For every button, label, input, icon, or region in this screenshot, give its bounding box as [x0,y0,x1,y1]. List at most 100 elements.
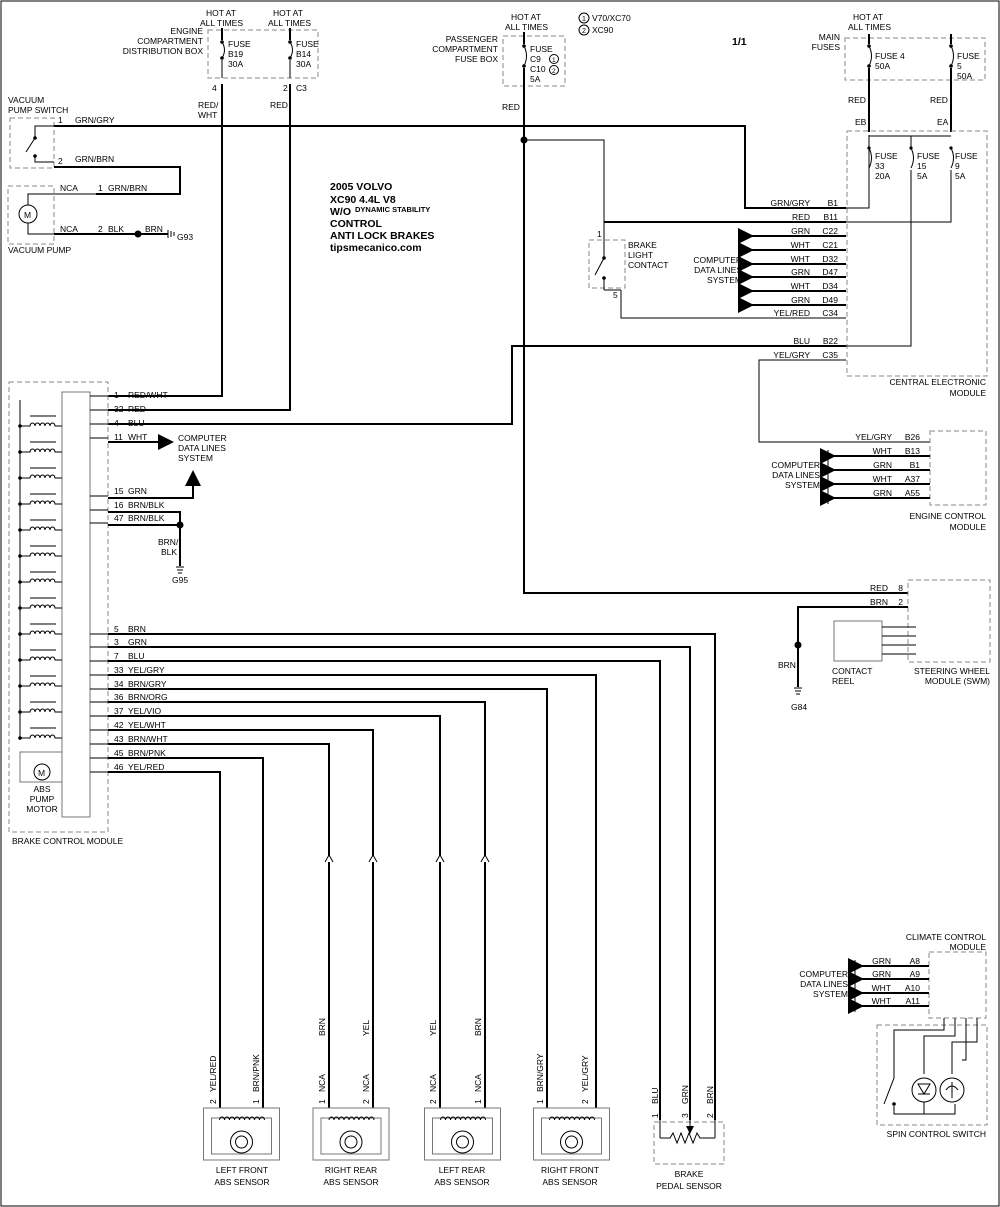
pin-label: B26 [905,432,920,442]
solenoid-coil [20,578,62,583]
box-label: PASSENGER [446,34,498,44]
brake-control-module: M ABS PUMP MOTOR BRAKE CONTROL MODULE [8,381,123,846]
wire-color: YEL/RED [774,308,810,318]
wire-color: GRN [680,1085,690,1104]
pin-label: A55 [905,488,920,498]
sensor-frame [432,1117,493,1155]
connector-label: NCA [428,1074,438,1092]
module-title: BRAKE CONTROL MODULE [12,836,123,846]
sensor-hub [565,1135,578,1149]
junction-dot [18,424,22,428]
cdl-label: DATA LINES [694,265,742,275]
fuse-label: B19 [228,49,243,59]
wire-color: BRN [870,597,888,607]
wire-color: BRN/GRY [128,679,167,689]
abs-sensors: 2 YEL/RED 1 BRN/PNK LEFT FRONT ABS SENSO… [203,1018,610,1187]
box-label: FUSES [812,42,841,52]
sensor-name: LEFT REAR [439,1165,486,1175]
sensor-wheel [560,1130,583,1154]
junction-dot [18,684,22,688]
connector-label: EB [855,117,867,127]
pin-label: 32 [114,404,124,414]
sensor-hub [235,1135,248,1149]
wire-color: WHT [791,281,810,291]
cdl-label: SYSTEM [178,453,213,463]
wire-color: WHT [791,240,810,250]
connector-label: NCA [361,1074,371,1092]
wire-color: BRN [145,224,163,234]
solenoid-coil [20,526,62,531]
solenoid-coil [20,656,62,661]
sensor-name: ABS SENSOR [542,1177,597,1187]
wire-color: WHT [872,996,891,1006]
wire-color: BRN/PNK [251,1054,261,1092]
title-line-5: ANTI LOCK BRAKES [330,230,434,242]
solenoid-coil [20,500,62,505]
pin-label: 2 [208,1099,218,1104]
pin-label: A37 [905,474,920,484]
fuse-label: FUSE [228,39,251,49]
cdl-label: COMPUTER [178,433,227,443]
page-number: 1/1 [732,36,747,48]
left-front-abs-sensor: 2 YEL/RED 1 BRN/PNK LEFT FRONT ABS SENSO… [208,1054,270,1187]
component-label: MOTOR [26,804,57,814]
svg-text:1: 1 [582,16,586,23]
wire-color: BLU [128,418,145,428]
solenoid-coil [20,604,62,609]
inline-connectors [324,853,490,863]
pin-label: B1 [828,198,839,208]
wire-red-swm [523,68,908,594]
connector-label: NCA [60,224,78,234]
sensor-coil [328,1116,375,1121]
pin-label: C22 [822,226,838,236]
sensor-name: ABS SENSOR [214,1177,269,1187]
fuse-label: FUSE [530,44,553,54]
sensor-name: ABS SENSOR [323,1177,378,1187]
hot-at-label: HOT AT [853,12,883,22]
left-rear-abs-sensor: 2 YEL NCA 1 BRN NCA LEFT REAR ABS SENSOR [428,1018,490,1187]
cdl-label: COMPUTER [771,460,820,470]
central-electronic-module: FUSE 33 20A FUSE 15 5A FUSE 9 5A CENTRAL… [846,130,988,398]
pin-label: 5 [114,624,119,634]
wire-color: YEL/GRY [855,432,892,442]
sensor-name: LEFT FRONT [216,1165,268,1175]
wire-color: RED [792,212,810,222]
cdl-label: DATA LINES [178,443,226,453]
junction-dot [18,606,22,610]
cdl-label: COMPUTER [799,969,848,979]
pin-label: 16 [114,500,124,510]
brake-pedal-sensor: 1 BLU 3 GRN 2 BRN BRAKE PEDAL SENSOR [650,1085,725,1191]
pin-label: B11 [824,212,839,222]
title-line-2: XC90 4.4L V8 [330,194,396,206]
solenoid-coils [18,415,62,740]
component-label: ABS [33,784,50,794]
wire-color: BLK [161,547,177,557]
module-title: MODULE [950,942,987,952]
junction-dot [18,450,22,454]
cdl-label: SYSTEM [813,989,848,999]
pin-label: D34 [822,281,838,291]
module-title: MODULE [950,388,987,398]
main-fuses: HOT AT ALL TIMES MAIN FUSES FUSE 4 50A F… [812,12,986,127]
wire-color: BRN [705,1086,715,1104]
ground-label: G84 [791,702,807,712]
wire-color: WHT [791,254,810,264]
right-rear-abs-sensor: 1 BRN NCA 2 YEL NCA RIGHT REAR ABS SENSO… [317,1018,379,1187]
ground-icon [167,230,175,238]
fuse-label: FUSE [957,51,980,61]
module-title: MODULE [950,522,987,532]
junction-dot [18,710,22,714]
connector-label: NCA [60,183,78,193]
pin-label: B22 [823,336,838,346]
junction-dot [18,736,22,740]
wire-color: BLK [108,224,124,234]
wire-color: GRN [128,486,147,496]
fuse-label: 5 [957,61,962,71]
component-label: VACUUM PUMP [8,245,71,255]
wire-color: WHT [873,474,892,484]
cdl-label: DATA LINES [800,979,848,989]
sensor-frame [320,1117,382,1155]
sensor-name: RIGHT FRONT [541,1165,599,1175]
wire-color: GRN/BRN [75,154,114,164]
